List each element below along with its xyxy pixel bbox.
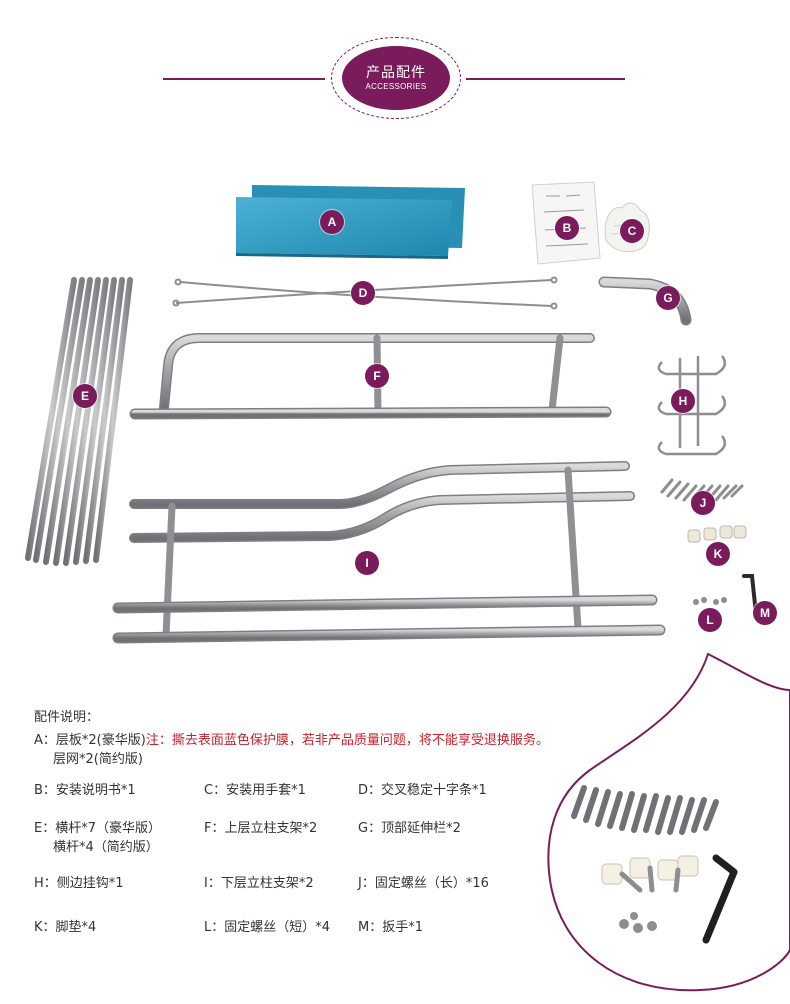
desc-k: K：脚垫*4 [34, 920, 97, 935]
part-l-short-screws [693, 597, 727, 605]
marker-b: B [555, 216, 579, 240]
marker-i: I [355, 551, 379, 575]
parts-illustration [25, 181, 758, 644]
marker-h: H [671, 389, 695, 413]
hardware-zoom-bubble [540, 650, 790, 1004]
marker-k: K [706, 542, 730, 566]
header-divider-right [466, 78, 625, 80]
desc-l: L：固定螺丝（短）*4 [204, 920, 331, 935]
marker-a: A [320, 210, 344, 234]
desc-h: H：侧边挂钩*1 [34, 876, 124, 891]
desc-a-line1: A：层板*2(豪华版) [34, 733, 146, 748]
desc-a-line2: 层网*2(简约版) [53, 752, 143, 767]
marker-d: D [351, 281, 375, 305]
desc-a-note: 注：撕去表面蓝色保护膜，若非产品质量问题，将不能享受退换服务。 [145, 733, 549, 748]
desc-e-line1: E：横杆*7（豪华版） [34, 821, 161, 836]
part-k-foot-pads [687, 525, 747, 543]
desc-e-line2: 横杆*4（简约版） [53, 840, 159, 855]
header-divider-left [163, 78, 325, 80]
desc-c: C：安装用手套*1 [204, 783, 306, 798]
marker-l: L [698, 608, 722, 632]
header-subtitle: ACCESSORIES [365, 82, 427, 91]
part-f-upper-frame [129, 333, 612, 420]
desc-f: F：上层立柱支架*2 [204, 821, 318, 836]
header-badge: 产品配件 ACCESSORIES [342, 46, 450, 110]
marker-j: J [691, 491, 715, 515]
marker-e: E [73, 384, 97, 408]
part-m-wrench [742, 574, 758, 616]
desc-m: M：扳手*1 [358, 920, 423, 935]
marker-c: C [620, 219, 644, 243]
desc-row-a: A：层板*2(豪华版)注：撕去表面蓝色保护膜，若非产品质量问题，将不能享受退换服… [34, 729, 549, 748]
description-heading: 配件说明： [34, 710, 100, 725]
desc-b: B：安装说明书*1 [34, 783, 136, 798]
parts-photo: A B C D G F E H J I K M L [0, 130, 790, 690]
desc-j: J：固定螺丝（长）*16 [358, 876, 489, 891]
part-i-lower-frame [112, 461, 666, 644]
header-title: 产品配件 [366, 65, 426, 81]
header-dashed-ring [331, 37, 461, 119]
part-a-shelf-panels [236, 185, 465, 259]
desc-i: I：下层立柱支架*2 [204, 876, 314, 891]
desc-g: G：顶部延伸栏*2 [358, 821, 461, 836]
hardware-zoom-illustration [547, 652, 790, 992]
marker-m: M [753, 601, 777, 625]
marker-g: G [656, 286, 680, 310]
marker-f: F [365, 364, 389, 388]
desc-d: D：交叉稳定十字条*1 [358, 783, 487, 798]
part-e-rods [25, 277, 133, 566]
